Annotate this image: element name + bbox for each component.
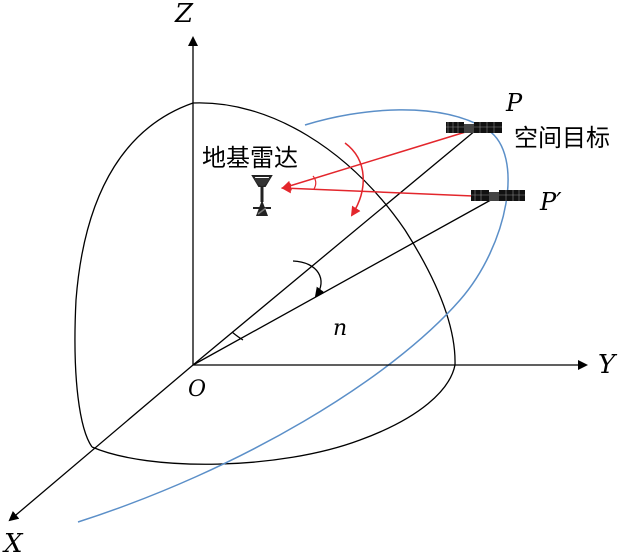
x-axis-line [8,364,194,522]
radar-dish-icon [251,175,273,216]
ray-angle-arc [312,175,317,190]
satellite-icon [446,122,502,133]
rotation-arrow [292,260,325,298]
satellite-prime-icon [471,190,525,201]
y-axis-label: Y [598,350,618,380]
z-axis-label: Z [174,0,194,29]
target-name-label: 空间目标 [514,124,610,152]
red-rotation-arrow [344,142,364,217]
origin-label: O [188,377,206,402]
radar-ray-p-prime [281,183,498,198]
sphere-equator [91,364,456,465]
origin-angle-arc [231,331,244,341]
vector-op-prime [192,195,499,366]
x-axis-label: X [2,529,24,556]
vector-op [192,129,477,366]
target-p-label: P [505,89,523,117]
target-orbit [77,109,509,523]
rotation-axis-label: n [333,316,347,341]
radar-name-label: 地基雷达 [202,144,298,172]
target-p-prime-label: P′ [539,188,562,216]
sphere-outline-right [192,102,456,366]
sphere-outline [74,102,194,448]
radar-ray-p [281,129,473,191]
